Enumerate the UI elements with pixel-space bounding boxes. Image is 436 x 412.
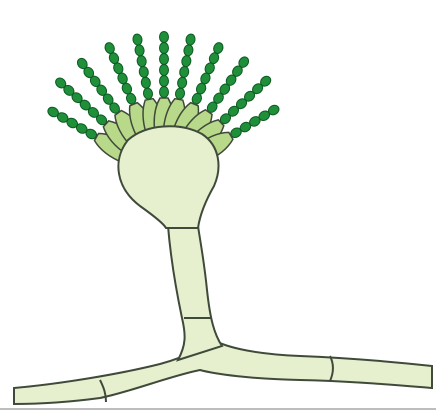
conidium	[183, 44, 194, 57]
conidia-chain-7	[175, 33, 196, 100]
conidium	[140, 76, 151, 89]
conidium	[134, 44, 145, 57]
conidium	[175, 87, 186, 100]
stipe	[168, 226, 222, 360]
hypha	[14, 338, 432, 404]
conidium	[132, 33, 143, 46]
conidium	[160, 76, 169, 87]
conidia-chain-6	[160, 32, 169, 98]
conidium	[160, 87, 169, 98]
conidium	[160, 65, 169, 76]
conidia-chain-5	[132, 33, 153, 100]
vesicle	[118, 126, 218, 228]
conidium	[160, 54, 169, 65]
conidium	[185, 33, 196, 46]
conidium	[177, 76, 188, 89]
conidium	[181, 55, 192, 68]
conidium	[179, 66, 190, 79]
conidium	[143, 87, 154, 100]
conidium	[136, 55, 147, 68]
conidium	[138, 66, 149, 79]
conidium	[160, 32, 169, 43]
conidium	[160, 43, 169, 54]
